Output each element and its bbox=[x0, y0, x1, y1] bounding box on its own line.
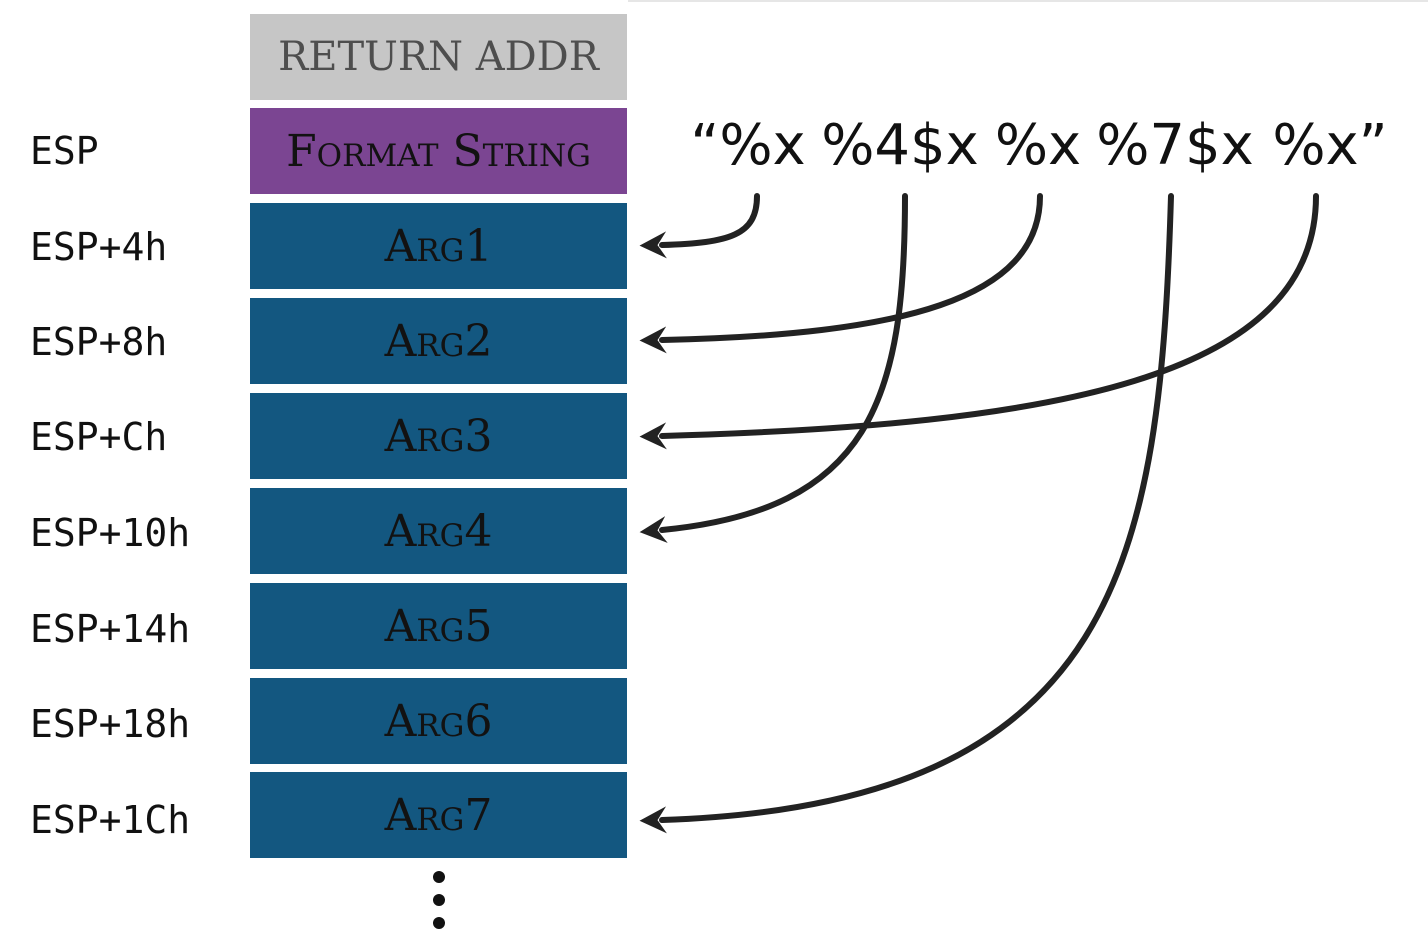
offset-label-esp-ch: ESP+Ch bbox=[30, 415, 168, 459]
arrow-token3-to-arg2 bbox=[639, 193, 1043, 354]
stack-cell-format-string: Format String bbox=[250, 108, 627, 194]
offset-label-esp: ESP bbox=[30, 129, 99, 173]
offset-label-esp-1ch: ESP+1Ch bbox=[30, 798, 191, 842]
stack-cell-arg4: Arg4 bbox=[250, 488, 627, 574]
format-token-5: %x” bbox=[1272, 113, 1388, 178]
arrow-token2-to-arg4 bbox=[639, 193, 908, 544]
offset-label-esp-4h: ESP+4h bbox=[30, 225, 168, 269]
stack-cell-arg1: Arg1 bbox=[250, 203, 627, 289]
ellipsis-dot-2 bbox=[433, 894, 445, 906]
format-token-2: %4$x bbox=[821, 113, 979, 178]
offset-label-esp-8h: ESP+8h bbox=[30, 320, 168, 364]
arrow-token1-to-arg1 bbox=[639, 193, 760, 259]
offset-label-esp-14h: ESP+14h bbox=[30, 607, 191, 651]
stack-cell-arg2: Arg2 bbox=[250, 298, 627, 384]
top-divider bbox=[628, 0, 1428, 2]
stack-cell-arg6: Arg6 bbox=[250, 678, 627, 764]
stack-cell-arg3: Arg3 bbox=[250, 393, 627, 479]
format-token-4: %7$x bbox=[1096, 113, 1254, 178]
format-token-3: %x bbox=[994, 113, 1082, 178]
stack-cell-arg7: Arg7 bbox=[250, 772, 627, 858]
offset-label-esp-10h: ESP+10h bbox=[30, 511, 191, 555]
stack-cell-arg5: Arg5 bbox=[250, 583, 627, 669]
ellipsis-dot-1 bbox=[433, 871, 445, 883]
stack-cell-return-addr: RETURN ADDR bbox=[250, 14, 627, 100]
arrow-token4-to-arg7 bbox=[639, 193, 1174, 834]
arrow-token5-to-arg3 bbox=[639, 193, 1319, 450]
format-token-1: “%x bbox=[690, 113, 806, 178]
ellipsis-dot-3 bbox=[433, 917, 445, 929]
offset-label-esp-18h: ESP+18h bbox=[30, 702, 191, 746]
